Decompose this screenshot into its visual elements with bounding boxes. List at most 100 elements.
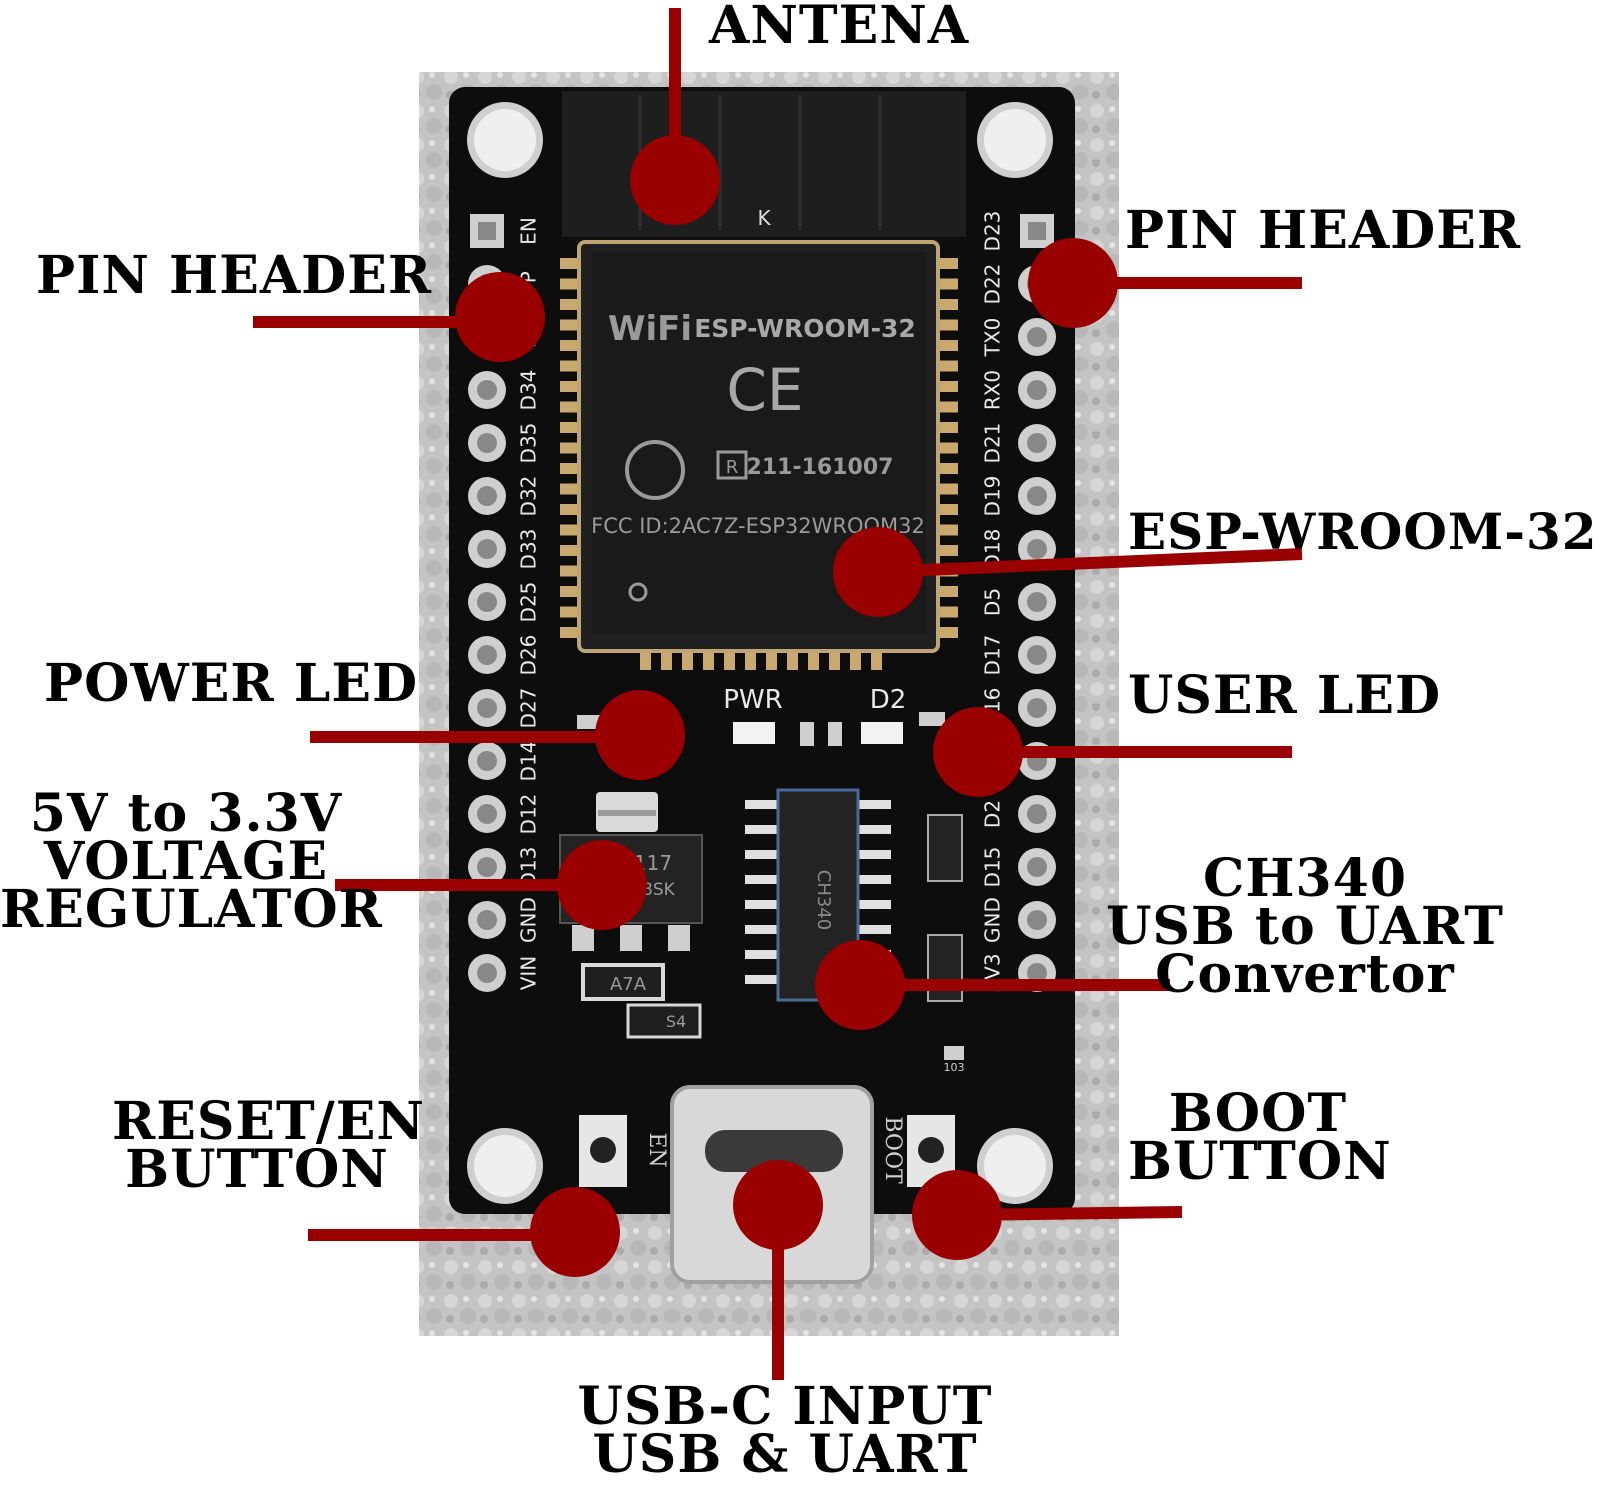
- right-pin-hole: [1027, 433, 1047, 453]
- module-pad: [560, 463, 580, 474]
- left-pin-hole: [477, 645, 497, 665]
- right-pin-label: D15: [981, 847, 1005, 888]
- left-pin-label: D34: [517, 370, 541, 411]
- ch340-marking: CH340: [813, 870, 834, 930]
- d2-silkscreen: D2: [870, 685, 907, 715]
- ch340-label: CH340 USB to UART Convertor: [1106, 848, 1504, 1005]
- smd-right-1: [919, 712, 945, 726]
- module-name: ESP-WROOM-32: [694, 314, 916, 343]
- module-pad: [724, 650, 735, 670]
- user-led: [861, 722, 903, 744]
- right-pin-header: [1018, 214, 1056, 992]
- right-pin-label: D21: [981, 423, 1005, 464]
- right-pin-label: D17: [981, 635, 1005, 676]
- pin-header-right-label: PIN HEADER: [1125, 200, 1522, 261]
- module-pad: [938, 258, 958, 269]
- user-led-marker: [933, 707, 1023, 797]
- ch340-pin: [745, 800, 779, 809]
- module-pad: [808, 650, 819, 670]
- right-pin-hole: [1028, 222, 1046, 240]
- side-chip-1: [927, 814, 963, 882]
- ch340-pin: [745, 925, 779, 934]
- module-pad: [560, 565, 580, 577]
- antena-label: ANTENA: [709, 0, 970, 56]
- module-pad: [560, 381, 580, 392]
- right-pin-label: GND: [981, 897, 1005, 943]
- module-pad: [938, 586, 958, 597]
- module-pad: [938, 483, 958, 495]
- ch340-pin: [745, 825, 779, 834]
- callout-markers: [253, 8, 1303, 1380]
- module-pad: [560, 422, 580, 433]
- boot-button-label: BOOT BUTTON: [1128, 1083, 1392, 1192]
- a7a-marking: A7A: [610, 974, 647, 995]
- usb-c-opening: [705, 1130, 843, 1172]
- led-resistor-1: [800, 722, 814, 746]
- reset-button-marker: [530, 1187, 620, 1277]
- right-pin-label: D22: [981, 264, 1005, 305]
- left-pin-label: D12: [517, 794, 541, 835]
- boot-button-marker: [912, 1170, 1002, 1260]
- module-pad: [560, 442, 580, 454]
- right-pin-hole: [1027, 963, 1047, 983]
- module-pad: [829, 650, 840, 670]
- module-pad: [938, 278, 958, 290]
- right-pin-label: D2: [981, 800, 1005, 828]
- antenna-area: [562, 91, 966, 237]
- module-pad: [766, 650, 777, 670]
- module-pad: [560, 524, 580, 536]
- right-pin-label: D19: [981, 476, 1005, 517]
- left-pin-hole: [477, 910, 497, 930]
- boot-button[interactable]: [918, 1137, 944, 1163]
- left-pin-label: VIN: [517, 956, 541, 991]
- user-led-label: USER LED: [1128, 665, 1442, 726]
- module-pad: [938, 401, 958, 413]
- led-resistor-2: [828, 722, 842, 746]
- module-pad: [560, 299, 580, 310]
- regulator-tab-3: [668, 925, 690, 951]
- regulator-tab-1: [572, 925, 594, 951]
- regulator-marker: [557, 840, 647, 930]
- left-pin-label: D25: [517, 582, 541, 623]
- side-chip-2: [927, 934, 963, 1002]
- ch340-pin: [745, 950, 779, 959]
- r-mark-box: [716, 450, 748, 480]
- ce-mark: CE: [726, 356, 803, 424]
- right-pin-label: RX0: [981, 370, 1005, 410]
- right-pin-label: TX0: [981, 318, 1005, 358]
- module-pad: [661, 650, 672, 670]
- pin-header-left-marker: [455, 272, 545, 362]
- module-pad: [682, 650, 693, 670]
- module-pad: [560, 340, 580, 351]
- regulator-tab-2: [620, 925, 642, 951]
- module-pad: [938, 504, 958, 515]
- esp-wroom-marker: [833, 527, 923, 617]
- en-silkscreen: EN: [644, 1132, 669, 1167]
- module-pad: [871, 650, 882, 670]
- left-pin-hole: [477, 698, 497, 718]
- module-pad: [938, 627, 958, 638]
- module-pad: [938, 442, 958, 454]
- module-pad: [560, 504, 580, 515]
- reset-en-button[interactable]: [590, 1137, 616, 1163]
- module-pad: [850, 650, 861, 670]
- left-pin-hole: [477, 804, 497, 824]
- left-pin-label: D33: [517, 529, 541, 570]
- left-pin-hole: [477, 857, 497, 877]
- left-pin-hole: [477, 486, 497, 506]
- module-pad: [560, 483, 580, 495]
- ch340-pin: [857, 850, 891, 859]
- module-pad: [560, 586, 580, 597]
- ch340-pin: [745, 900, 779, 909]
- module-pin1-dot: [628, 582, 648, 602]
- module-pad: [938, 360, 958, 372]
- power-led-marker: [595, 690, 685, 780]
- esp-wroom-leader-line: [877, 548, 1303, 578]
- right-pin-hole: [1027, 327, 1047, 347]
- module-pad: [938, 381, 958, 392]
- module-pad: [560, 401, 580, 413]
- right-pin-hole: [1027, 380, 1047, 400]
- boot-silkscreen: BOOT: [880, 1116, 905, 1184]
- module-pad: [560, 258, 580, 269]
- left-pin-hole: [477, 592, 497, 612]
